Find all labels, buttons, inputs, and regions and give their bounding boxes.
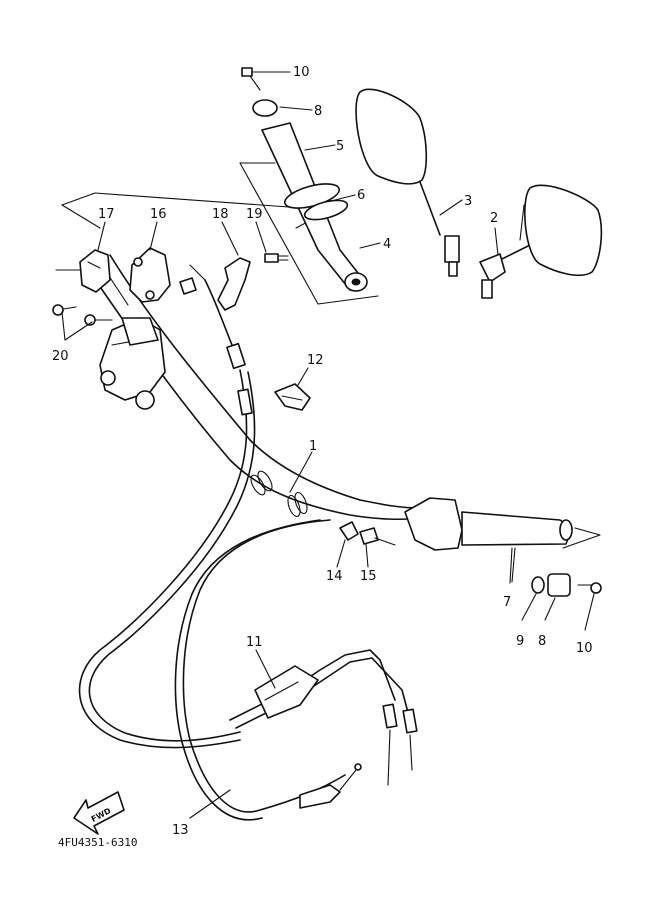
callout-8-top: 8 <box>314 104 322 119</box>
callout-14: 14 <box>326 569 343 584</box>
callout-4: 4 <box>383 237 391 252</box>
throttle-cables <box>174 519 418 821</box>
group-frame-grip <box>239 162 379 305</box>
upper-grip-assembly <box>241 67 368 292</box>
part-18-lever <box>217 257 251 311</box>
callout-18: 18 <box>212 207 229 222</box>
diagram-code: 4FU4351-6310 <box>58 836 137 849</box>
part-3-mirror <box>355 88 460 277</box>
callout-20: 20 <box>52 349 69 364</box>
callout-1: 1 <box>309 439 317 454</box>
leader-lines <box>61 71 595 819</box>
callout-15: 15 <box>360 569 377 584</box>
callout-13: 13 <box>172 823 189 838</box>
callout-9: 9 <box>516 634 524 649</box>
callout-10-bottom: 10 <box>576 641 593 656</box>
part-2-mirror <box>479 184 603 299</box>
parts-14-15 <box>339 521 396 546</box>
callout-2: 2 <box>490 211 498 226</box>
part-17-bracket <box>79 249 111 293</box>
callout-6: 6 <box>357 188 365 203</box>
callout-3: 3 <box>464 194 472 209</box>
clutch-cable <box>78 369 256 749</box>
left-lever-holder <box>99 317 166 410</box>
callouts: 10 8 5 6 4 3 2 17 16 18 19 20 12 1 14 15… <box>52 65 593 838</box>
callout-19: 19 <box>246 207 263 222</box>
lower-right-parts <box>531 573 602 597</box>
part-12-clip <box>274 383 311 411</box>
callout-8-bottom: 8 <box>538 634 546 649</box>
callout-10-top: 10 <box>293 65 310 80</box>
callout-11: 11 <box>246 635 263 650</box>
part-16-clamp <box>129 247 171 303</box>
group-frame-right-grip <box>511 527 601 583</box>
part-19-bolt <box>264 253 289 263</box>
part-7-throttle-grip <box>404 497 573 551</box>
cable-end-upper <box>179 264 246 370</box>
part-20-screws <box>52 304 113 326</box>
callout-7: 7 <box>503 595 511 610</box>
fwd-arrow-icon: FWD <box>73 791 125 835</box>
callout-17: 17 <box>98 207 115 222</box>
callout-12: 12 <box>307 353 324 368</box>
callout-16: 16 <box>150 207 167 222</box>
callout-5: 5 <box>336 139 344 154</box>
